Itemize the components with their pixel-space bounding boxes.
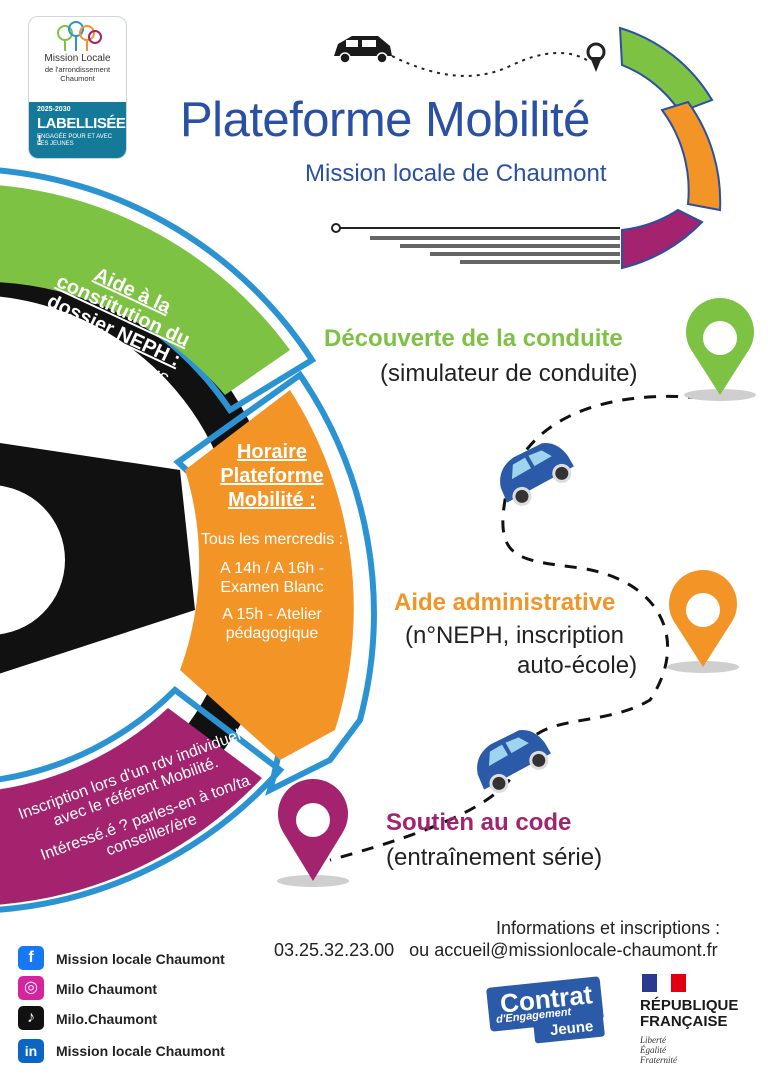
car-icon-top [334, 36, 392, 64]
purple-band [0, 708, 262, 905]
mission-locale-logo: Mission Locale de l'arrondissement Chaum… [28, 16, 127, 159]
dashed-route [329, 394, 701, 862]
service-title-code: Soutien au code [386, 809, 572, 836]
steering-wheel-spoke [0, 443, 195, 674]
orange-panel-heading: Horaire Plateforme Mobilité : [220, 441, 324, 511]
arc-purple [621, 208, 704, 270]
service-subtitle-discovery: (simulateur de conduite) [380, 360, 638, 387]
green-band [0, 185, 290, 395]
linkedin-icon[interactable]: in [18, 1039, 44, 1063]
logo-years: 2025-2030 [37, 106, 71, 113]
contact-line: 03.25.32.23.00 ou accueil@missionlocale-… [274, 940, 718, 961]
contact-phone[interactable]: 03.25.32.23.00 [274, 940, 395, 960]
facebook-icon[interactable]: f [18, 946, 44, 970]
pin-icon-top [586, 42, 606, 72]
dotted-road-top [391, 52, 591, 77]
orange-panel-text: Horaire Plateforme Mobilité : Tous les m… [192, 440, 352, 643]
pin-icon-purple [277, 778, 349, 887]
arc-green [618, 26, 714, 114]
rf-motto-3: Fraternité [640, 1055, 677, 1065]
page-title: Plateforme Mobilité [180, 93, 590, 147]
pin-icon-green [684, 298, 756, 401]
logo-tagline: ENGAGÉE POUR ET AVEC LES JEUNES [37, 134, 113, 147]
orange-panel-line-3: A 15h - Atelier pédagogique [222, 606, 322, 642]
service-title-admin: Aide administrative [394, 589, 616, 616]
page-subtitle: Mission locale de Chaumont [305, 160, 607, 187]
service-subtitle-admin-2: auto-école) [517, 652, 638, 679]
pin-icon-orange [667, 570, 739, 673]
car-icon-blue-1 [500, 443, 574, 506]
rf-name: RÉPUBLIQUE FRANÇAISE [640, 997, 739, 1030]
rf-motto-2: Égalité [640, 1045, 666, 1055]
logo-subname: de l'arrondissement Chaumont [44, 65, 111, 83]
french-flag-icon [642, 974, 687, 992]
cej-logo: Contrat d'Engagement Jeune [484, 976, 610, 1048]
arc-orange [660, 100, 722, 212]
people-icon [57, 21, 102, 51]
service-subtitle-code: (entraînement série) [386, 844, 603, 871]
social-linkedin-label[interactable]: Mission locale Chaumont [56, 1043, 225, 1059]
logo-label-block: 2025-2030 LABELLISÉE ! ENGAGÉE POUR ET A… [29, 102, 126, 158]
social-tiktok-label[interactable]: Milo.Chaumont [56, 1011, 158, 1027]
contact-title: Informations et inscriptions : [496, 918, 721, 938]
service-subtitle-admin: (n°NEPH, inscription [405, 622, 624, 649]
service-title-discovery: Découverte de la conduite [324, 325, 623, 352]
social-facebook-label[interactable]: Mission locale Chaumont [56, 951, 225, 967]
steering-wheel-hub [0, 485, 65, 635]
rf-motto-1: Liberté [640, 1035, 666, 1045]
speed-line-dot [331, 223, 341, 233]
instagram-icon[interactable]: ◎ [18, 976, 44, 1000]
social-instagram-label[interactable]: Milo Chaumont [56, 981, 158, 997]
tiktok-icon[interactable]: ♪ [18, 1006, 44, 1030]
car-icon-blue-2 [477, 730, 551, 793]
purple-band-outline [0, 686, 285, 913]
orange-panel-line-1: Tous les mercredis : [200, 531, 344, 548]
orange-band [180, 390, 354, 760]
republique-francaise-logo: RÉPUBLIQUE FRANÇAISE Liberté Égalité Fra… [640, 974, 760, 1065]
logo-label: LABELLISÉE ! [37, 115, 126, 149]
logo-name: Mission Locale [44, 53, 111, 64]
contact-separator: ou [409, 940, 430, 960]
orange-panel-line-2: A 14h / A 16h - Examen Blanc [219, 560, 325, 596]
contact-email[interactable]: accueil@missionlocale-chaumont.fr [434, 940, 718, 960]
